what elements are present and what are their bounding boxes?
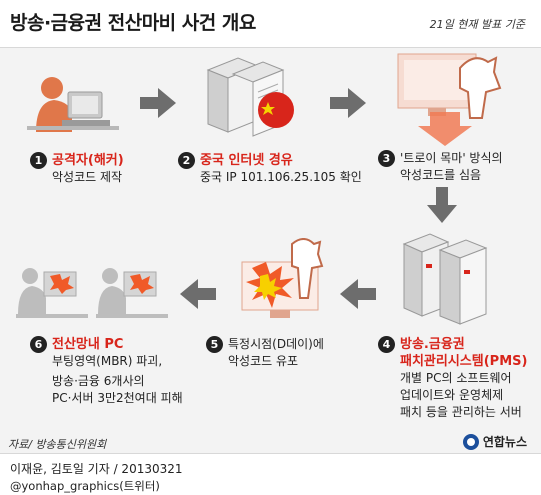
step-title: '트로이 목마' 방식의 bbox=[400, 151, 503, 165]
step-desc: 패치 등을 관리하는 서버 bbox=[400, 405, 522, 419]
arrow-right-icon bbox=[140, 88, 176, 118]
source-note: 자료/ 방송통신위원회 bbox=[8, 438, 107, 451]
step-desc: PC·서버 3만2천여대 피해 bbox=[52, 391, 183, 405]
trojan-horse-icon bbox=[397, 53, 502, 146]
step-desc: 중국 IP 101.106.25.105 확인 bbox=[200, 170, 362, 184]
logo-text: 연합뉴스 bbox=[482, 435, 527, 449]
step-title: 전산망내 PC bbox=[52, 337, 124, 352]
step-number: 1 bbox=[30, 152, 47, 169]
step-title: 공격자(해커) bbox=[52, 153, 124, 168]
twitter-handle: @yonhap_graphics(트위터) bbox=[10, 479, 160, 493]
step-number: 6 bbox=[30, 336, 47, 353]
step-desc: 개별 PC의 소프트웨어 bbox=[400, 371, 512, 385]
step-number: 4 bbox=[378, 336, 395, 353]
step-title: 특정시점(D데이)에 bbox=[228, 337, 324, 351]
step-desc: 악성코드 제작 bbox=[52, 170, 123, 184]
step-6: 6 전산망내 PC 부팅영역(MBR) 파괴, 방송·금융 6개사의 PC·서버 … bbox=[30, 336, 183, 407]
step-desc: 업데이트와 운영체제 bbox=[400, 388, 504, 402]
arrow-left-icon bbox=[180, 279, 216, 309]
arrow-left-icon bbox=[340, 279, 376, 309]
infected-pc-icon bbox=[16, 268, 168, 318]
step-desc: 방송·금융 6개사의 bbox=[52, 374, 145, 388]
step-title: 중국 인터넷 경유 bbox=[200, 153, 293, 168]
infected-monitor-icon bbox=[241, 238, 324, 318]
hacker-icon bbox=[27, 77, 119, 132]
date-note: 21일 현재 발표 기준 bbox=[429, 18, 525, 31]
step-5: 5 특정시점(D데이)에 악성코드 유포 bbox=[206, 336, 324, 370]
page-title: 방송·금융권 전산마비 사건 개요 bbox=[10, 12, 256, 34]
step-title-2: 패치관리시스템(PMS) bbox=[400, 354, 528, 369]
step-4: 4 방송.금융권 패치관리시스템(PMS) 개별 PC의 소프트웨어 업데이트와 … bbox=[378, 336, 527, 421]
credit: 이재윤, 김토일 기자 / 20130321 bbox=[10, 462, 183, 476]
step-desc: 부팅영역(MBR) 파괴, bbox=[52, 354, 163, 368]
arrow-right-icon bbox=[330, 88, 366, 118]
yonhap-logo-icon bbox=[462, 433, 479, 450]
step-desc: 악성코드 유포 bbox=[228, 354, 299, 368]
step-number: 2 bbox=[178, 152, 195, 169]
logo: 연합뉴스 bbox=[462, 433, 527, 450]
server-icon bbox=[402, 233, 488, 325]
step-3: 3 '트로이 목마' 방식의 악성코드를 심음 bbox=[378, 150, 503, 184]
step-number: 3 bbox=[378, 150, 395, 167]
step-number: 5 bbox=[206, 336, 223, 353]
step-title: 방송.금융권 bbox=[400, 337, 465, 352]
step-desc: 악성코드를 심음 bbox=[400, 168, 482, 182]
arrow-down-icon bbox=[427, 187, 457, 223]
step-1: 1 공격자(해커) 악성코드 제작 bbox=[30, 152, 124, 186]
server-china-icon bbox=[206, 57, 294, 137]
step-2: 2 중국 인터넷 경유 중국 IP 101.106.25.105 확인 bbox=[178, 152, 362, 186]
